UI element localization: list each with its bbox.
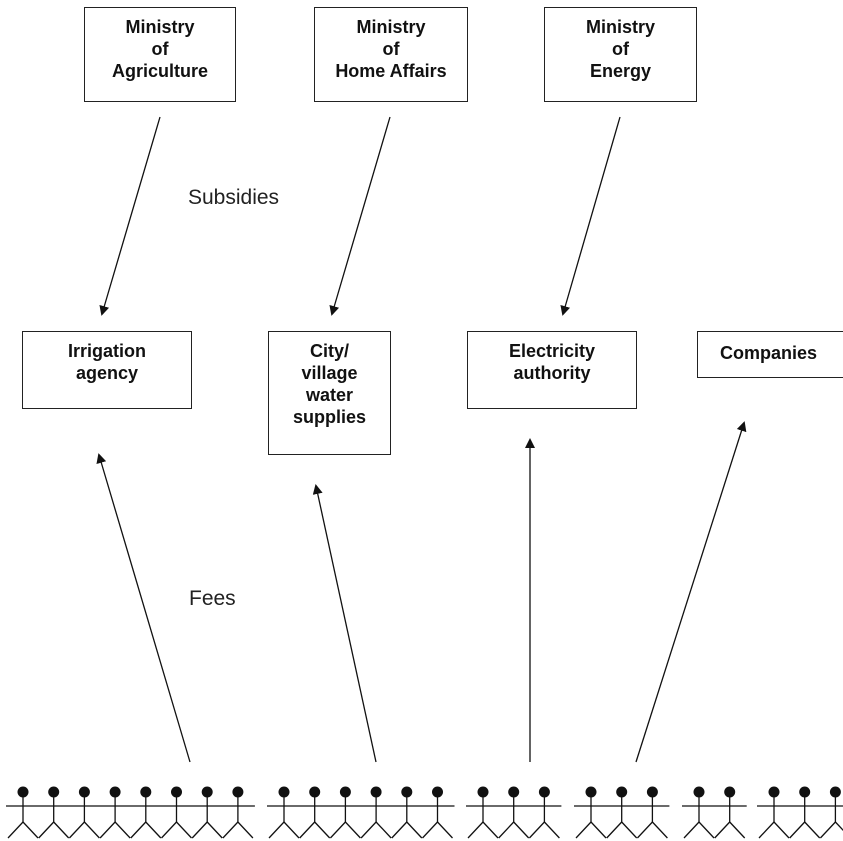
person-icon bbox=[683, 786, 715, 839]
subsidies-label: Subsidies bbox=[188, 186, 280, 209]
person-icon bbox=[299, 786, 331, 839]
user-group-3 bbox=[466, 786, 562, 839]
user-group-5 bbox=[682, 786, 747, 839]
person-icon bbox=[422, 786, 453, 839]
person-icon bbox=[99, 786, 131, 839]
person-icon bbox=[575, 786, 607, 839]
subsidy-arrow-energy bbox=[560, 116, 621, 316]
subsidy-arrow-agriculture bbox=[99, 116, 161, 316]
user-group-6 bbox=[757, 786, 843, 839]
person-icon bbox=[329, 786, 361, 839]
fee-arrow-irrigation bbox=[96, 453, 191, 763]
person-icon bbox=[819, 786, 843, 839]
irrigation-agency-box: Irrigation agency bbox=[22, 331, 192, 409]
person-icon bbox=[714, 786, 746, 839]
person-icon bbox=[498, 786, 530, 839]
person-icon bbox=[789, 786, 821, 839]
person-icon bbox=[7, 786, 39, 839]
ministry-agriculture-box: Ministry of Agriculture bbox=[84, 7, 236, 102]
person-icon bbox=[758, 786, 790, 839]
person-icon bbox=[191, 786, 223, 839]
user-group-4 bbox=[574, 786, 670, 839]
subsidy-arrow-home-affairs bbox=[329, 116, 391, 316]
person-icon bbox=[528, 786, 560, 839]
electricity-authority-box: Electricity authority bbox=[467, 331, 637, 409]
fee-arrow-companies bbox=[635, 421, 747, 763]
person-icon bbox=[467, 786, 499, 839]
person-icon bbox=[606, 786, 638, 839]
person-icon bbox=[391, 786, 423, 839]
companies-box: Companies bbox=[697, 331, 843, 378]
user-group-1 bbox=[6, 786, 255, 839]
person-icon bbox=[38, 786, 70, 839]
ministry-energy-box: Ministry of Energy bbox=[544, 7, 697, 102]
fee-arrow-water bbox=[312, 484, 377, 763]
person-icon bbox=[636, 786, 668, 839]
city-village-water-supplies-box: City/ village water supplies bbox=[268, 331, 391, 455]
fees-label: Fees bbox=[189, 587, 236, 610]
person-icon bbox=[268, 786, 300, 839]
person-icon bbox=[130, 786, 162, 839]
ministry-home-affairs-box: Ministry of Home Affairs bbox=[314, 7, 468, 102]
user-group-2 bbox=[267, 786, 455, 839]
person-icon bbox=[68, 786, 100, 839]
person-icon bbox=[161, 786, 192, 839]
person-icon bbox=[360, 786, 392, 839]
person-icon bbox=[222, 786, 254, 839]
